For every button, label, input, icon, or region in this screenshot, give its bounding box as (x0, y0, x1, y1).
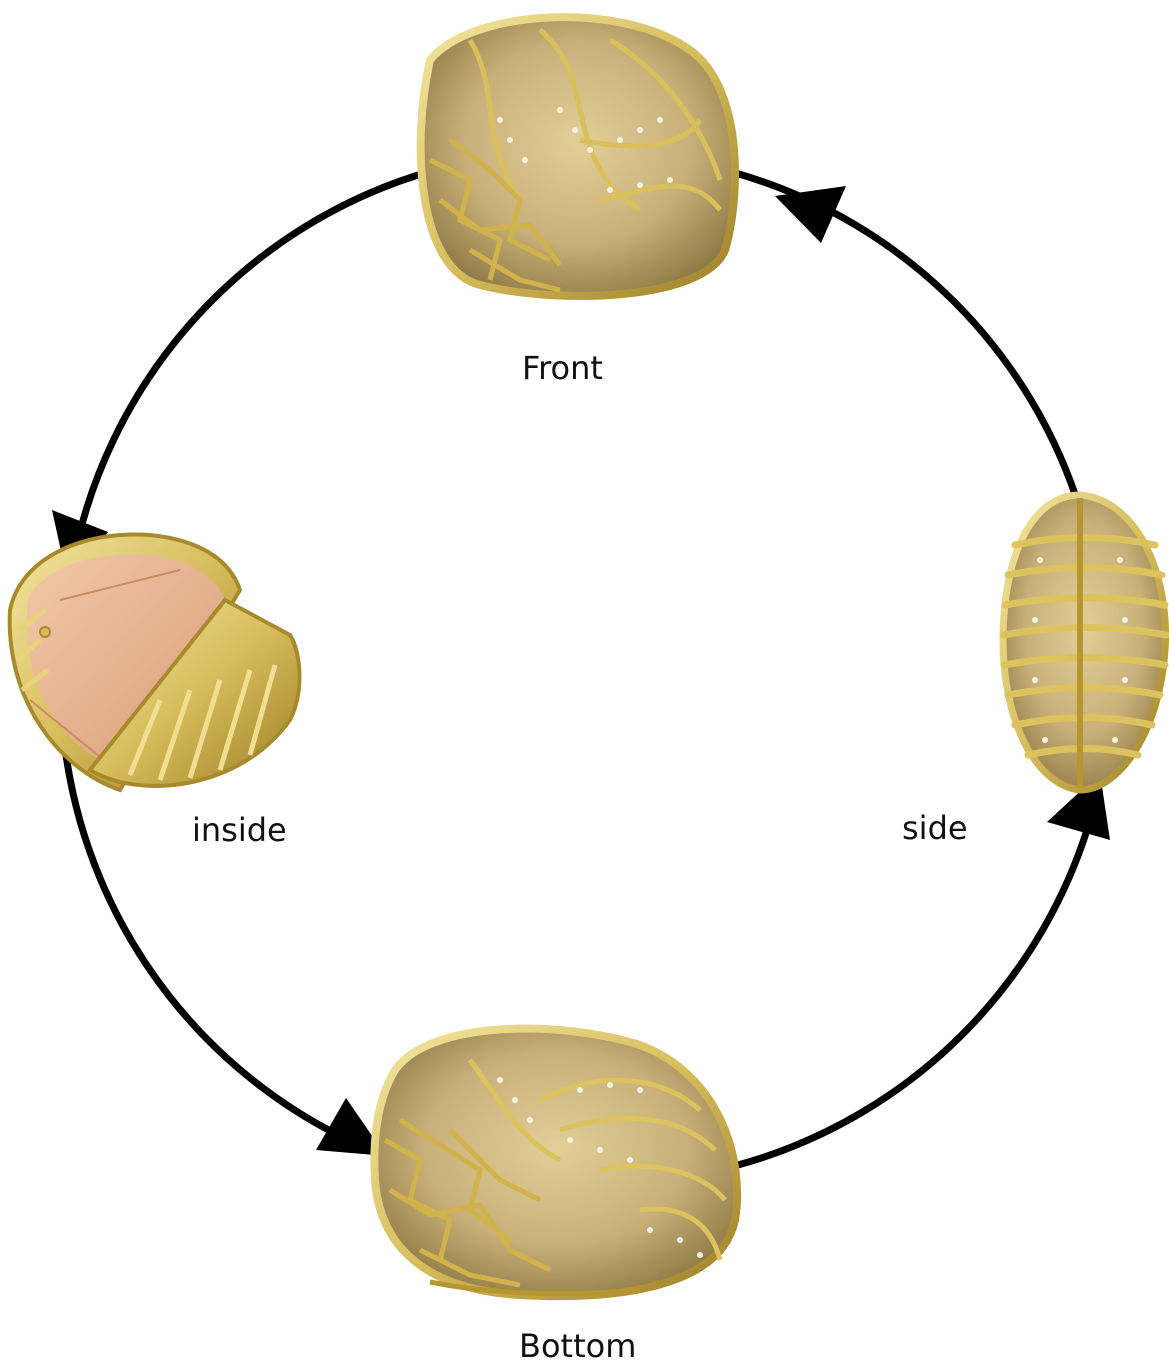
clutch-bottom-photo (370, 1024, 742, 1301)
arc-front-to-inside (68, 171, 422, 572)
front-view-label: Front (522, 349, 603, 387)
clutch-side-photo (999, 491, 1169, 794)
clutch-front-photo (416, 13, 740, 300)
bottom-view-label: Bottom (519, 1327, 637, 1364)
arc-inside-to-bottom (62, 751, 379, 1156)
inside-view-label: inside (192, 811, 287, 849)
arrowhead-right-top-icon (775, 186, 846, 243)
clutch-open-inside-photo (7, 532, 302, 793)
arrowhead-bottom-left-icon (316, 1098, 386, 1156)
arc-bottom-to-side (734, 786, 1102, 1169)
side-view-label: side (902, 809, 968, 847)
arc-side-to-front (728, 168, 1080, 501)
